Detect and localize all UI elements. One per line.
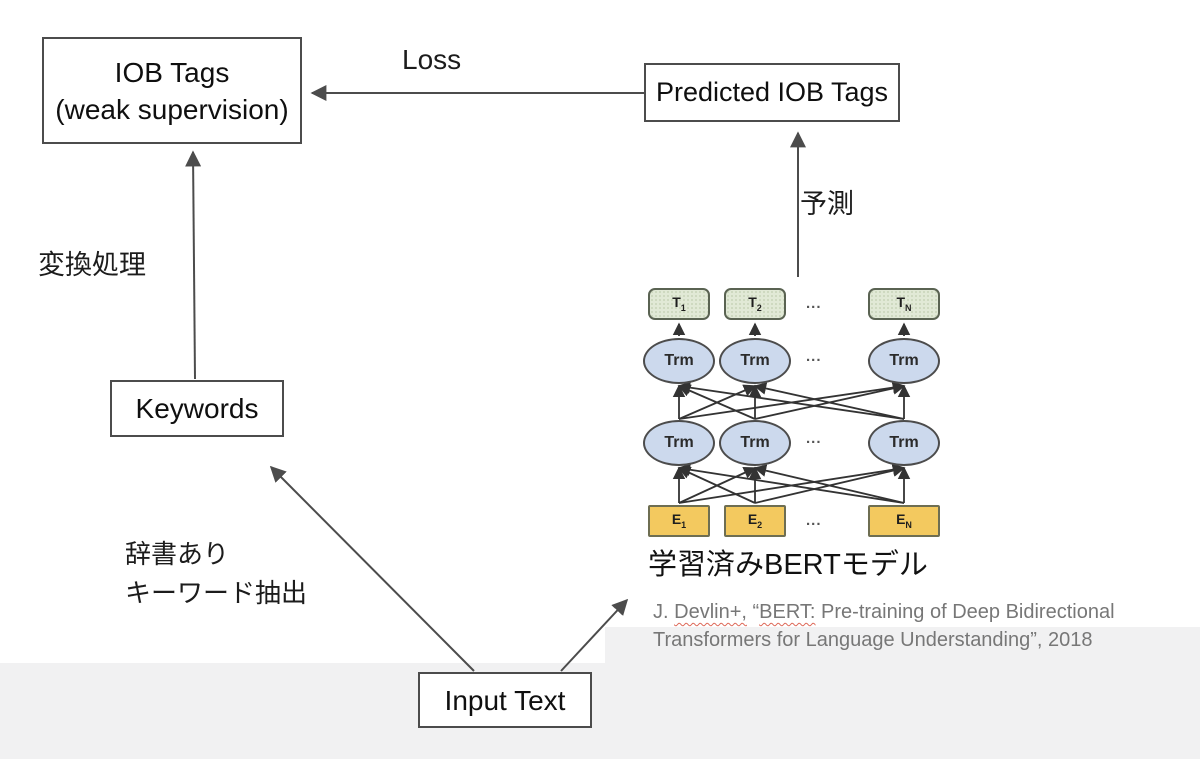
predicted-iob-tags-label: Predicted IOB Tags [655,77,889,107]
bert-trm-lower-2: Trm [719,420,791,466]
citation-line2: Transformers for Language Understanding”… [653,629,1093,651]
bert-output-t1: T1 [648,288,710,320]
bert-trm-upper-1: Trm [643,338,715,384]
keywords-label: Keywords [135,393,259,424]
bert-input-en: EN [868,505,940,537]
bert-trm-lower-1: Trm [643,420,715,466]
citation-text: J. [653,601,675,623]
convert-arrow [185,150,202,380]
bert-dots-inputs: ... [806,512,822,529]
loss-label: Loss [402,44,462,75]
bert-dots-outputs: ... [806,295,822,312]
predict-label: 予測 [800,189,854,219]
bert-paper-citation: J. Devlin+, “BERT: Pre-training of Deep … [653,601,1115,651]
bert-connection-arrows [672,322,911,504]
bert-trm-upper-2: Trm [719,338,791,384]
bert-dots-upper: ... [806,348,822,365]
input-to-keywords-arrow [269,465,475,672]
input-text-box: Input Text [418,672,592,728]
bert-dots-lower: ... [806,430,822,447]
background-band-right [605,627,1200,759]
keyword-extraction-line1: 辞書あり [125,539,230,569]
bert-input-e2: E2 [724,505,786,537]
bert-input-e1: E1 [648,505,710,537]
keyword-extraction-line2: キーワード抽出 [125,578,308,608]
citation-spellcheck-word: BERT: [759,601,816,623]
iob-tags-line2: (weak supervision) [55,93,289,125]
input-to-bert-arrow [560,598,629,672]
iob-tags-line1: IOB Tags [114,56,230,88]
keywords-box: Keywords [110,380,284,437]
bert-output-t2: T2 [724,288,786,320]
keyword-extraction-label: 辞書あり キーワード抽出 [125,535,307,613]
predicted-iob-tags-box: Predicted IOB Tags [644,63,900,122]
bert-model-title: 学習済みBERTモデル [648,549,928,581]
convert-process-label: 変換処理 [38,250,146,280]
bert-trm-lower-n: Trm [868,420,940,466]
iob-tags-box: IOB Tags (weak supervision) [42,37,302,144]
input-text-label: Input Text [444,684,566,716]
bert-output-tn: TN [868,288,940,320]
bert-trm-upper-n: Trm [868,338,940,384]
citation-spellcheck-word: Devlin+, [674,601,747,623]
